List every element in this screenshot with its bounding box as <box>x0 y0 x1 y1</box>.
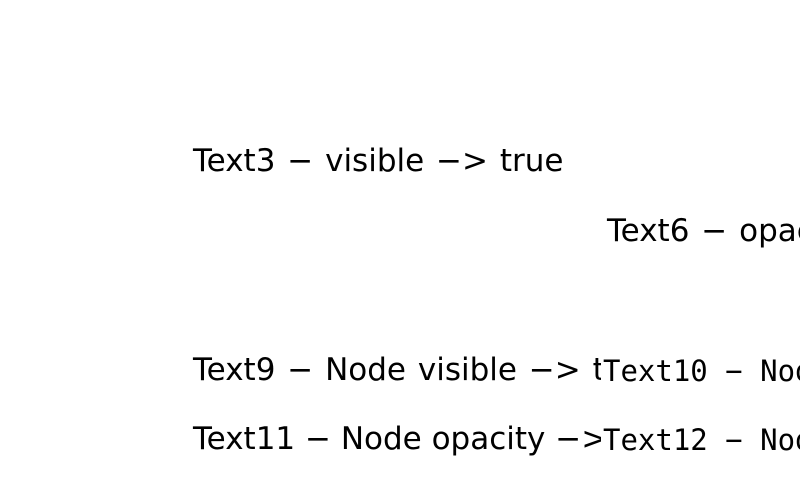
text-node-11-node-opacity-label: Text11 − Node opacity −> 0 <box>193 421 637 457</box>
text-node-3-visible-label: Text3 − visible −> true <box>193 143 564 179</box>
text-node-10-overlapping-label: Text10 − Node <box>601 355 800 392</box>
text-node-6-opacity-label: Text6 − opacity <box>607 213 800 249</box>
text-node-9-node-visible-label: Text9 − Node visible −> true <box>193 352 657 388</box>
text-node-12-overlapping-label: Text12 − Node <box>601 424 800 461</box>
